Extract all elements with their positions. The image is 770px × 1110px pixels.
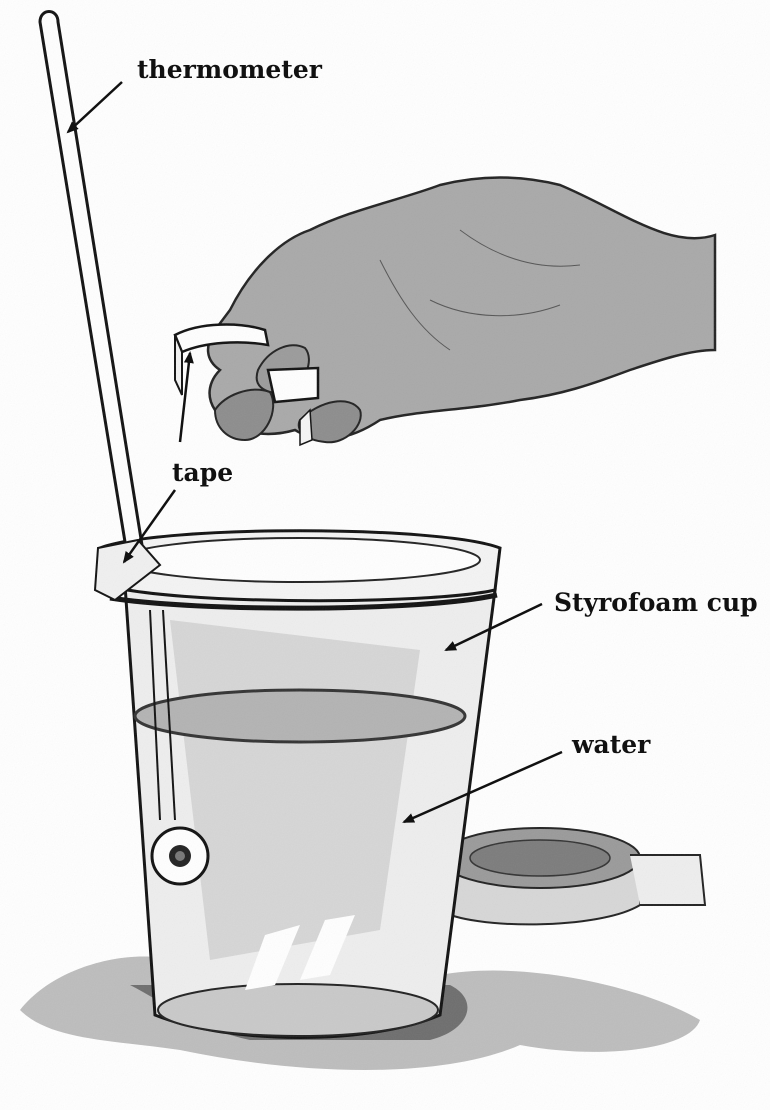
label-thermometer: thermometer <box>137 57 322 82</box>
label-water: water <box>572 732 650 757</box>
label-tape: tape <box>172 460 233 485</box>
label-styrofoam-cup: Styrofoam cup <box>554 590 758 615</box>
